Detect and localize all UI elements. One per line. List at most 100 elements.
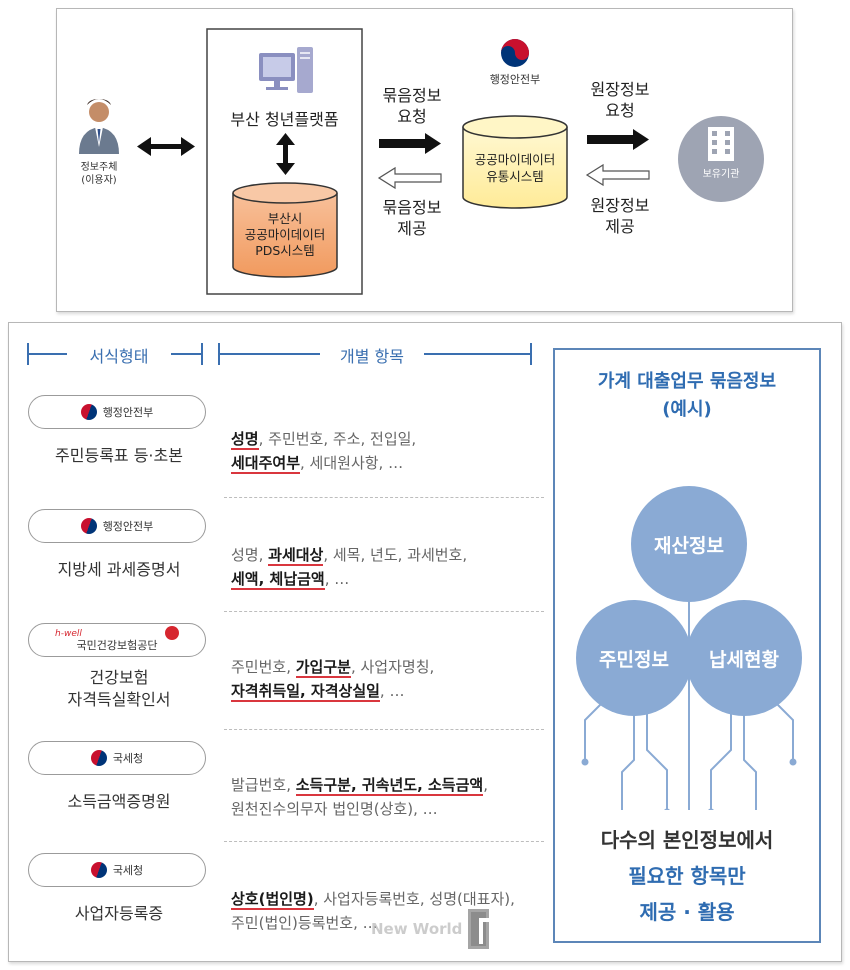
items-line2: 주민(법인)등록번호, …	[231, 911, 515, 935]
government-emblem-icon	[80, 404, 97, 420]
agency-brand: h-well	[55, 629, 82, 639]
header-line	[27, 353, 67, 355]
header-line	[424, 353, 532, 355]
header-format: 서식형태	[89, 347, 149, 366]
user-label: 정보주체 (이용자)	[80, 162, 118, 186]
platform-label: 부산 청년플랫폼	[230, 110, 339, 129]
document-items: 성명, 주민번호, 주소, 전입일,세대주여부, 세대원사항, …	[231, 427, 416, 475]
item-text: , 사업자등록번호, 성명(대표자),	[313, 890, 515, 908]
bundle-request-label: 묶음정보 요청	[382, 86, 442, 126]
row-divider	[224, 729, 544, 730]
bundle-example-box: 가계 대출업무 묶음정보 (예시) 재산정보 주민정보 납세현황 다수의 본인정…	[553, 348, 821, 943]
highlighted-item: 세액, 체납금액	[231, 570, 325, 590]
government-emblem-icon	[80, 518, 97, 534]
bundle-request-arrow	[379, 133, 441, 154]
item-text: 주민번호,	[231, 658, 296, 676]
agency-name: 국민건강보험공단	[76, 639, 158, 652]
origin-request-arrow	[587, 129, 649, 150]
items-line2: 자격취득일, 자격상실일, …	[231, 679, 434, 703]
pds-database-icon	[232, 182, 338, 278]
pds-label: 부산시 공공마이데이터 PDS시스템	[244, 211, 326, 258]
document-items: 주민번호, 가입구분, 사업자명칭, 자격취득일, 자격상실일, …	[231, 655, 434, 703]
agency-name: 행정안전부	[102, 520, 154, 533]
header-bracket-right	[530, 343, 532, 365]
item-text: 성명,	[231, 546, 269, 564]
item-text: 발급번호,	[231, 776, 296, 794]
items-line2: 세대주여부, 세대원사항, …	[231, 451, 416, 475]
holder-building-icon	[678, 116, 764, 202]
bundle-provide-arrow	[377, 166, 442, 190]
row-divider	[224, 497, 544, 498]
holder-label: 보유기관	[702, 169, 740, 180]
item-text: , …	[324, 570, 350, 588]
highlighted-item: 과세대상	[268, 546, 324, 566]
flow-graphics	[79, 28, 764, 295]
items-line2: 세액, 체납금액, …	[231, 567, 467, 591]
items-line1: 상호(법인명), 사업자등록번호, 성명(대표자),	[231, 887, 515, 911]
item-text: , 사업자명칭,	[350, 658, 435, 676]
origin-provide-arrow	[585, 163, 650, 187]
item-text: ,	[483, 776, 488, 794]
header-bracket-right	[201, 343, 203, 365]
watermark-text: New World	[371, 920, 463, 938]
item-text: 원천진수의무자 법인명(상호), …	[231, 800, 438, 818]
ministry-label: 행정안전부	[489, 73, 541, 86]
computer-icon	[259, 47, 313, 93]
heart-icon	[165, 626, 179, 640]
document-items: 성명, 과세대상, 세목, 년도, 과세번호,세액, 체납금액, …	[231, 543, 467, 591]
header-items: 개별 항목	[340, 347, 404, 366]
header-line	[218, 353, 320, 355]
agency-pill: 국세청	[28, 741, 206, 775]
government-emblem-icon	[90, 750, 107, 766]
agency-pill: 행정안전부	[28, 509, 206, 543]
ministry-emblem-icon	[501, 39, 529, 67]
newworld-watermark-logo: New World	[371, 905, 498, 953]
highlighted-item: 상호(법인명)	[231, 890, 314, 910]
document-title: 사업자등록증	[74, 904, 164, 923]
bundle-example-title: 가계 대출업무 묶음정보 (예시)	[597, 371, 777, 420]
highlighted-item: 소득구분, 귀속년도, 소득금액	[295, 776, 484, 796]
system-label: 공공마이데이터 유통시스템	[474, 152, 556, 184]
highlighted-item: 성명	[231, 430, 259, 450]
circle-property-info: 재산정보	[631, 486, 747, 602]
agency-pill: 국세청	[28, 853, 206, 887]
circle-tax-status: 납세현황	[686, 600, 802, 716]
document-items: 발급번호, 소득구분, 귀속년도, 소득금액, 원천진수의무자 법인명(상호), …	[231, 773, 488, 821]
summary-line-2: 필요한 항목만	[628, 864, 746, 888]
user-platform-arrow	[137, 137, 195, 156]
system-database-icon	[462, 115, 568, 209]
highlighted-item: 자격취득일, 자격상실일	[231, 682, 380, 702]
item-text: , 주민번호, 주소, 전입일,	[258, 430, 417, 448]
item-text: , 세목, 년도, 과세번호,	[323, 546, 468, 564]
origin-provide-label: 원장정보 제공	[590, 196, 650, 236]
items-line2: 원천진수의무자 법인명(상호), …	[231, 797, 488, 821]
document-title: 지방세 과세증명서	[57, 560, 181, 579]
summary-line-1: 다수의 본인정보에서	[600, 828, 774, 852]
agency-name: 행정안전부	[102, 406, 154, 419]
items-line1: 성명, 주민번호, 주소, 전입일,	[231, 427, 416, 451]
header-line	[171, 353, 201, 355]
circle-resident-info: 주민정보	[576, 600, 692, 716]
summary-line-3: 제공 · 활용	[639, 900, 735, 924]
item-text: , 세대원사항, …	[300, 454, 404, 472]
document-items: 상호(법인명), 사업자등록번호, 성명(대표자),주민(법인)등록번호, …	[231, 887, 515, 935]
platform-pds-arrow	[276, 133, 295, 175]
agency-name: 국세청	[112, 864, 144, 877]
item-text: , …	[379, 682, 405, 700]
watermark-n-icon	[468, 909, 498, 949]
highlighted-item: 가입구분	[295, 658, 351, 678]
items-line1: 발급번호, 소득구분, 귀속년도, 소득금액,	[231, 773, 488, 797]
bundle-provide-label: 묶음정보 제공	[382, 198, 442, 238]
top-flow-panel: 정보주체 (이용자) 부산 청년플랫폼 부산시 공공마이데이터 PDS시스템 묶…	[56, 8, 793, 312]
items-line1: 성명, 과세대상, 세목, 년도, 과세번호,	[231, 543, 467, 567]
row-divider	[224, 841, 544, 842]
row-divider	[224, 611, 544, 612]
document-title: 소득금액증명원	[67, 792, 171, 811]
document-title: 건강보험 자격득실확인서	[67, 668, 171, 709]
user-icon	[79, 99, 119, 154]
circuit-lines	[581, 600, 797, 810]
agency-pill: 행정안전부	[28, 395, 206, 429]
government-emblem-icon	[90, 862, 107, 878]
